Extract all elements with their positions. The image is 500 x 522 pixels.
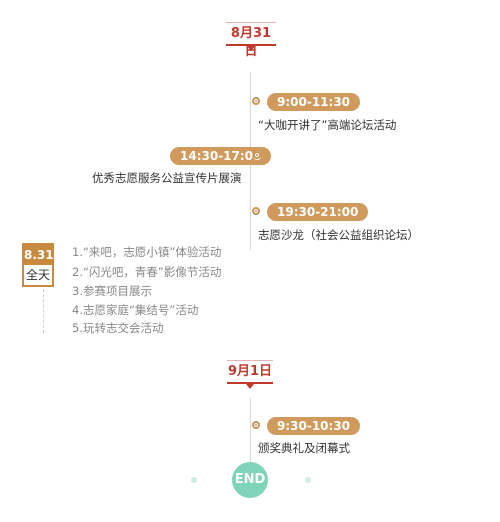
- all-day-date: 8.31: [24, 245, 54, 265]
- date-header-aug31: 8月31日: [226, 22, 276, 59]
- end-decor-dot: [191, 477, 197, 483]
- timeline-dot: [252, 207, 260, 215]
- all-day-item: 1.“来吧，志愿小镇”体验活动: [72, 245, 222, 259]
- date-header-sep1: 9月1日: [227, 360, 273, 392]
- header-pointer: [247, 46, 255, 51]
- all-day-label: 全天: [25, 268, 50, 282]
- time-pill: 19:30-21:00: [267, 203, 369, 221]
- all-day-item: 5.玩转志交会活动: [72, 321, 164, 335]
- all-day-box: 8.31 全天: [22, 243, 54, 287]
- header-bottom-bar: [227, 382, 273, 384]
- timeline-dot: [252, 421, 260, 429]
- header-top-line: [226, 22, 276, 23]
- event-description: 志愿沙龙（社会公益组织论坛）: [258, 228, 419, 242]
- end-decor-dot: [305, 477, 311, 483]
- timeline-line: [250, 398, 251, 462]
- event-description: 优秀志愿服务公益宣传片展演: [92, 171, 242, 185]
- header-top-line: [227, 360, 273, 361]
- event-description: “大咖开讲了”高端论坛活动: [258, 118, 397, 132]
- all-day-dashed-line: [43, 289, 44, 333]
- all-day-item: 3.参赛项目展示: [72, 284, 152, 298]
- header-bottom-bar: [226, 44, 276, 46]
- time-pill: 9:30-10:30: [267, 417, 361, 435]
- date-label: 9月1日: [227, 364, 273, 379]
- all-day-item: 4.志愿家庭“集结号”活动: [72, 303, 199, 317]
- end-badge: END: [232, 462, 268, 498]
- header-pointer: [246, 384, 254, 389]
- timeline-dot: [252, 97, 260, 105]
- time-pill: 14:30-17:00: [170, 147, 272, 165]
- time-pill: 9:00-11:30: [267, 93, 361, 111]
- timeline-dot: [253, 151, 261, 159]
- date-label: 8月31日: [230, 26, 272, 59]
- all-day-item: 2.“闪光吧，青春”影像节活动: [72, 265, 222, 279]
- event-description: 颁奖典礼及闭幕式: [258, 441, 350, 455]
